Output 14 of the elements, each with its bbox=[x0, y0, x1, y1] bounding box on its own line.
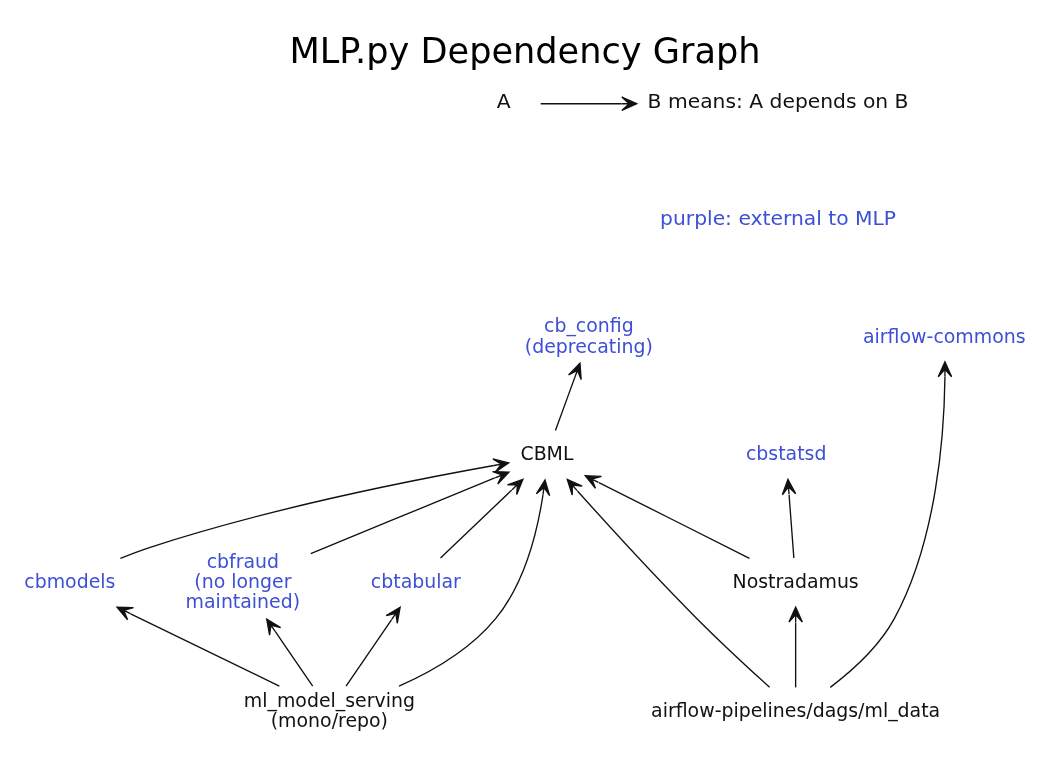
node-text: airflow-pipelines/dags/ml_data bbox=[651, 698, 941, 721]
node-text: Nostradamus bbox=[732, 569, 859, 592]
diagram-title: MLP.py Dependency Graph bbox=[289, 29, 761, 71]
node-text: cbstatsd bbox=[745, 442, 827, 465]
node-text: cbmodels bbox=[24, 569, 116, 592]
label: A bbox=[496, 89, 511, 114]
node-text: ml_model_serving (mono/repo) bbox=[243, 688, 415, 732]
node-text: cbtabular bbox=[370, 569, 461, 592]
node-text: airflow-commons bbox=[863, 324, 1026, 347]
node-text: cbfraud (no longer maintained) bbox=[185, 549, 301, 613]
label: purple: external to MLP bbox=[660, 205, 897, 230]
node-text: CBML bbox=[520, 442, 574, 465]
node-text: cb_config (deprecating) bbox=[524, 314, 653, 357]
label: B means: A depends on B bbox=[647, 89, 909, 114]
